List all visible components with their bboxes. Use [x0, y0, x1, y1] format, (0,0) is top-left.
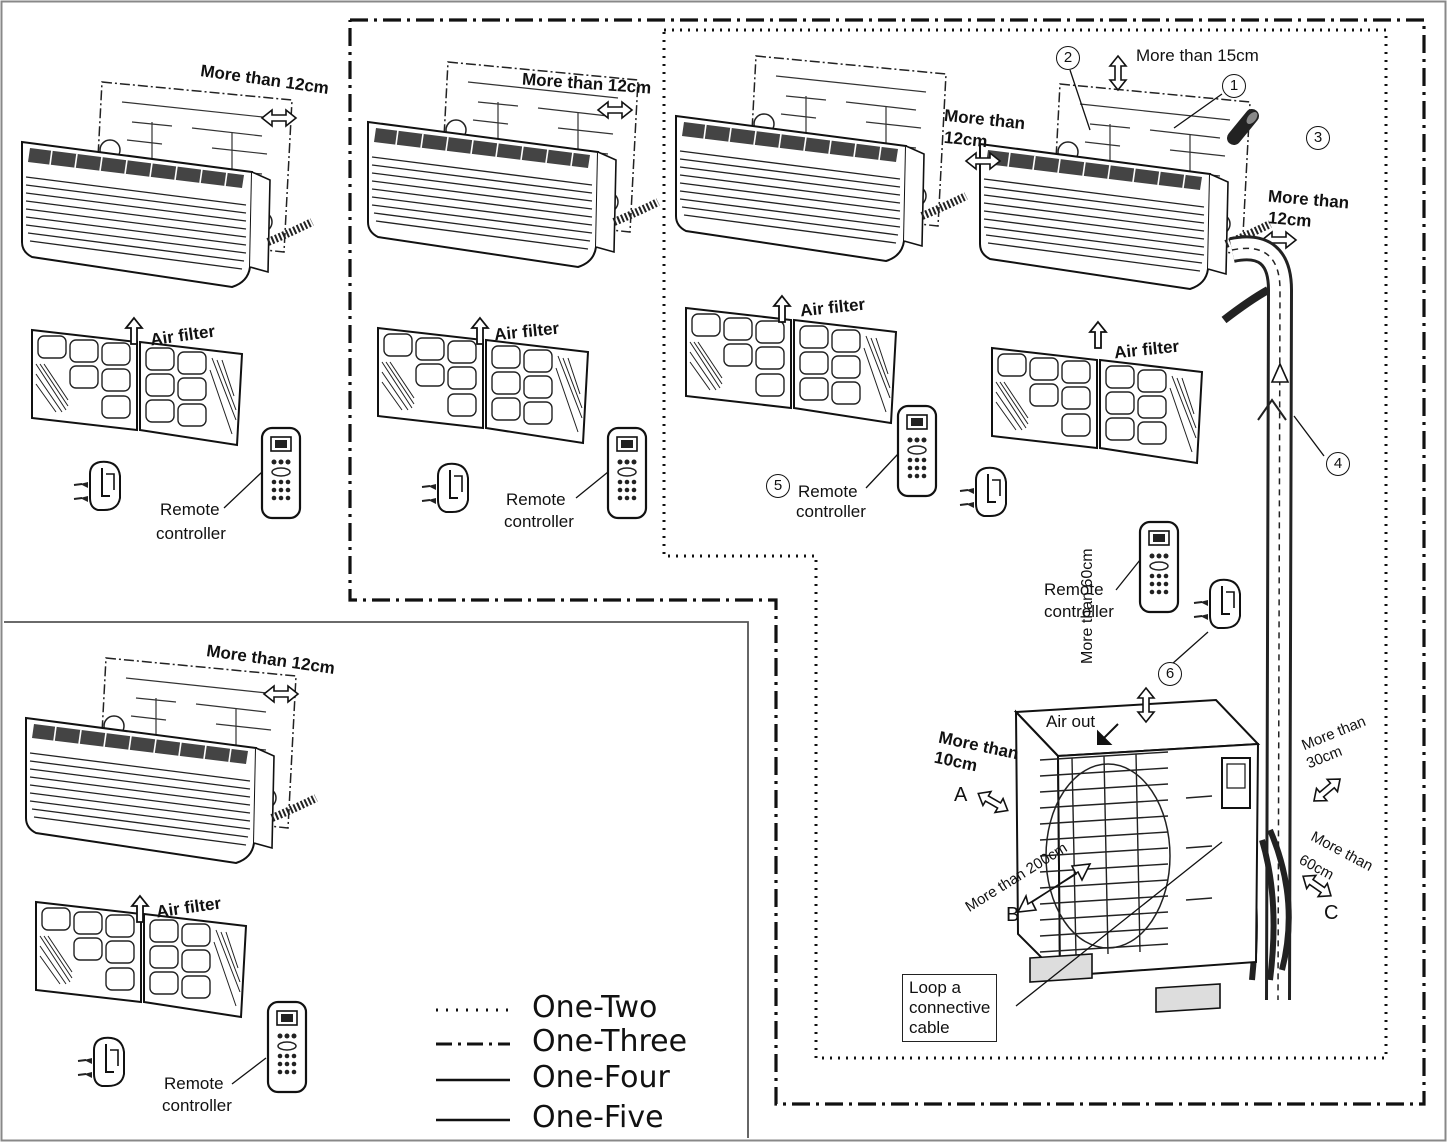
holder-main-2	[1193, 578, 1241, 629]
air-filter-zone-five	[31, 329, 243, 446]
callout-1: 1	[1222, 74, 1246, 98]
arrow-side-a	[973, 785, 1013, 819]
indoor-unit-zone-two	[676, 56, 966, 261]
remote-zone-three	[606, 426, 648, 520]
label-remote-main-a: Remote	[1044, 580, 1104, 599]
callout-5: 5	[766, 474, 790, 498]
outdoor-unit	[1013, 698, 1261, 1013]
remote-zone-two	[896, 404, 938, 498]
air-filter-main	[991, 347, 1203, 464]
air-filter-zone-two	[685, 307, 897, 424]
remote-zone-four	[266, 1000, 308, 1094]
label-remote-z3-a: Remote	[506, 490, 566, 509]
arrow-60cm-vertical	[1136, 686, 1156, 724]
label-side-c: C	[1324, 902, 1339, 924]
callout-2: 2	[1056, 46, 1080, 70]
label-side-a: A	[954, 784, 968, 806]
legend-lines	[436, 1008, 510, 1122]
air-filter-zone-three	[377, 327, 589, 444]
zone-one-three-boundary	[348, 18, 1426, 1106]
label-remote-z2-b: controller	[796, 502, 866, 521]
legend-one-five: One-Five	[532, 1100, 664, 1135]
label-remote-z4-b: controller	[162, 1096, 232, 1115]
remote-zone-five	[260, 426, 302, 520]
pipe-insulation-icon	[1227, 109, 1259, 145]
label-remote-z2-a: Remote	[798, 482, 858, 501]
arrow-15cm-vertical	[1108, 54, 1128, 92]
label-12cm-right-b: 12cm	[1267, 208, 1313, 231]
callout-3: 3	[1306, 126, 1330, 150]
callout-4: 4	[1326, 452, 1350, 476]
label-remote-z4-a: Remote	[164, 1074, 224, 1093]
label-remote-z3-b: controller	[504, 512, 574, 531]
label-air-out: Air out	[1046, 712, 1096, 731]
holder-zone-three	[421, 462, 469, 513]
legend-one-four: One-Four	[532, 1060, 670, 1095]
callout-leaders	[223, 69, 1325, 1085]
label-remote-main-b: controller	[1044, 602, 1114, 621]
up-arrow-main	[1089, 321, 1107, 349]
legend-one-two: One-Two	[532, 990, 658, 1025]
label-loop-cable: Loop a connective cable	[902, 974, 998, 1042]
remote-main	[1138, 520, 1180, 614]
holder-main	[959, 466, 1007, 517]
callout-6: 6	[1158, 662, 1182, 686]
label-60cm-vertical: More than 60cm	[1079, 548, 1096, 664]
arrow-200cm	[1016, 863, 1092, 913]
holder-zone-four	[77, 1036, 125, 1087]
arrow-30cm	[1308, 772, 1346, 808]
holder-zone-five	[73, 460, 121, 511]
label-remote-z5-b: controller	[156, 524, 226, 543]
label-side-b: B	[1006, 904, 1020, 926]
legend-one-three: One-Three	[532, 1024, 688, 1059]
label-remote-z5-a: Remote	[160, 500, 220, 519]
label-15cm: More than 15cm	[1136, 46, 1259, 65]
zone-one-four-boundary	[4, 621, 749, 1138]
zone-one-two-boundary	[662, 28, 1388, 1060]
